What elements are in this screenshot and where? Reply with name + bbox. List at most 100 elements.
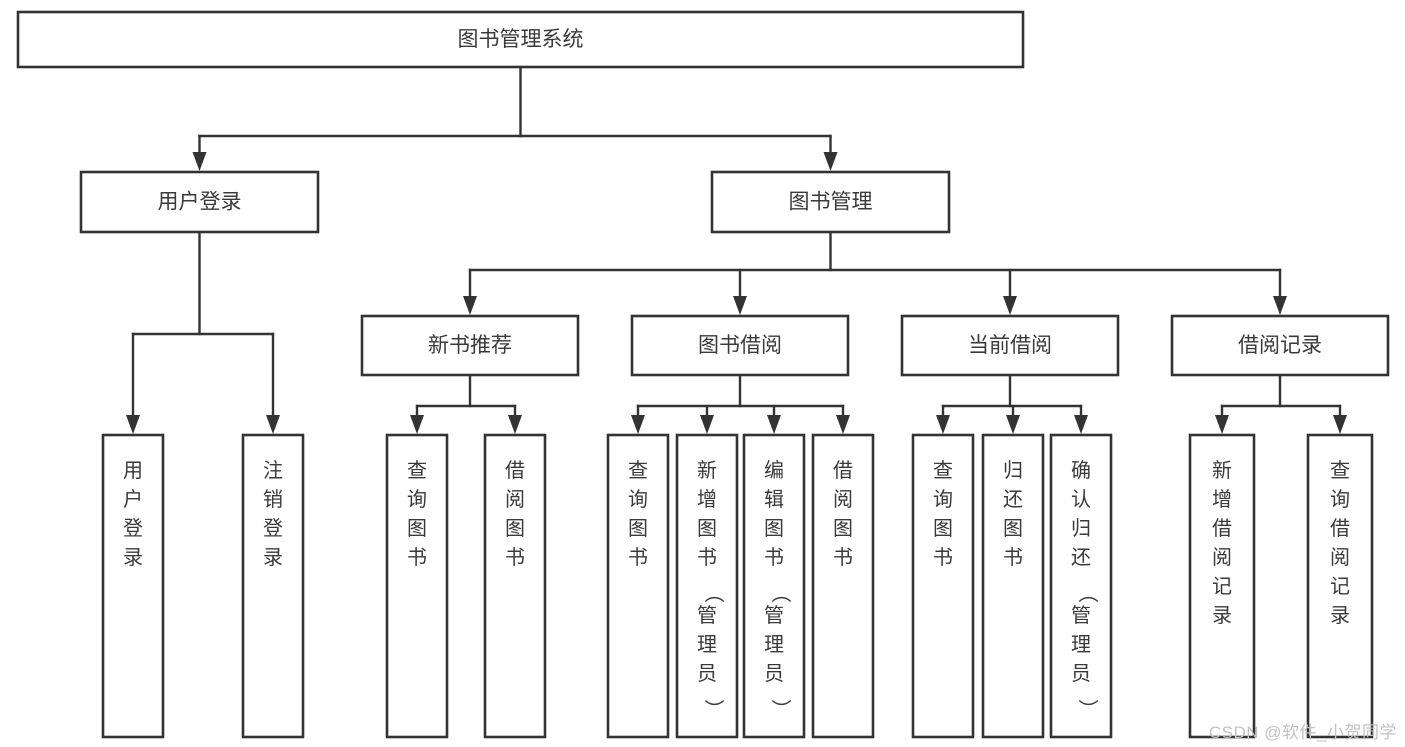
node-label-char: 查 <box>407 459 427 482</box>
node-label-char: 图 <box>628 518 648 540</box>
arrow-head <box>1003 296 1017 315</box>
node-label-char: ） <box>702 699 725 719</box>
node-label-char: 理 <box>764 634 784 656</box>
node-box[interactable] <box>79 170 320 234</box>
node-level2-用户登录[interactable]: 用户登录 <box>79 170 320 234</box>
node-label-char: 阅 <box>1330 546 1350 569</box>
node-label-char: 书 <box>505 546 525 569</box>
node-label-char: （ <box>1076 583 1099 603</box>
node-label-char: （ <box>702 583 725 603</box>
node-label: 图书借阅 <box>698 334 782 357</box>
node-label-char: 图 <box>697 518 717 540</box>
arrow-head <box>733 296 747 315</box>
node-label-char: 查 <box>1330 459 1350 482</box>
node-box[interactable] <box>710 170 951 234</box>
node-label-char: 借 <box>505 459 525 482</box>
node-label-char: 管 <box>697 604 717 627</box>
node-label-char: 借 <box>1212 517 1232 540</box>
arrow-head <box>1215 415 1229 434</box>
node-label-char: 询 <box>1330 488 1350 511</box>
node-label-char: 书 <box>833 546 853 569</box>
node-label-char: 书 <box>697 546 717 569</box>
connectors-layer <box>126 65 1347 434</box>
node-label: 新书推荐 <box>428 334 512 357</box>
node-box[interactable] <box>1170 314 1390 377</box>
arrow-head <box>1273 296 1287 315</box>
arrow-head <box>631 415 645 434</box>
node-level3-图书借阅[interactable]: 图书借阅 <box>630 314 850 377</box>
node-label: 用户登录 <box>158 191 242 214</box>
node-label-char: 登 <box>263 517 283 540</box>
node-box[interactable] <box>630 314 850 377</box>
node-label: 图书管理 <box>789 191 873 214</box>
arrow-head <box>936 415 950 434</box>
node-label-char: （ <box>769 583 792 603</box>
node-label-char: 还 <box>1071 546 1091 569</box>
node-box[interactable] <box>1306 433 1374 739</box>
node-label-char: 询 <box>628 488 648 511</box>
node-label-char: 录 <box>1330 605 1350 627</box>
node-box[interactable] <box>1049 433 1113 739</box>
node-label-char: 图 <box>764 518 784 540</box>
node-box[interactable] <box>385 433 449 739</box>
node-box[interactable] <box>1188 433 1256 739</box>
node-label-char: ） <box>769 699 792 719</box>
node-box[interactable] <box>16 10 1025 69</box>
node-label-char: 书 <box>628 546 648 569</box>
node-label-char: 员 <box>764 663 784 685</box>
arrow-head <box>126 415 140 434</box>
node-box[interactable] <box>742 433 806 739</box>
node-label-char: 编 <box>764 459 784 482</box>
node-box[interactable] <box>360 314 580 377</box>
node-label-char: 书 <box>407 546 427 569</box>
node-label: 当前借阅 <box>968 334 1052 357</box>
node-level3-当前借阅[interactable]: 当前借阅 <box>900 314 1120 377</box>
node-box[interactable] <box>911 433 975 739</box>
node-box[interactable] <box>241 433 305 739</box>
node-leaf-0[interactable]: 用户登录 <box>101 433 165 739</box>
node-label-char: 借 <box>1330 517 1350 540</box>
node-level3-新书推荐[interactable]: 新书推荐 <box>360 314 580 377</box>
node-root-图书管理系统[interactable]: 图书管理系统 <box>16 10 1025 69</box>
node-box[interactable] <box>811 433 875 739</box>
arrow-head <box>823 152 838 171</box>
node-label-char: 书 <box>933 546 953 569</box>
node-box[interactable] <box>981 433 1045 739</box>
node-label-char: 书 <box>764 546 784 569</box>
node-label-char: 图 <box>407 518 427 540</box>
node-label-char: 增 <box>697 488 717 511</box>
node-label-char: 新 <box>1212 459 1232 482</box>
node-label-char: 图 <box>1003 518 1023 540</box>
node-box[interactable] <box>101 433 165 739</box>
node-label-char: 注 <box>263 459 283 482</box>
node-label-char: 确 <box>1071 459 1091 482</box>
node-label-char: 图 <box>833 518 853 540</box>
node-box[interactable] <box>606 433 670 739</box>
node-level3-借阅记录[interactable]: 借阅记录 <box>1170 314 1390 377</box>
node-label-char: 借 <box>833 459 853 482</box>
node-label-char: 增 <box>1212 488 1232 511</box>
node-box[interactable] <box>675 433 739 739</box>
nodes-layer: 图书管理系统用户登录图书管理新书推荐图书借阅当前借阅借阅记录用户登录注销登录查询… <box>16 10 1390 739</box>
node-label-char: 图 <box>505 518 525 540</box>
node-label-char: 认 <box>1071 488 1091 511</box>
node-label: 图书管理系统 <box>458 28 584 51</box>
node-box[interactable] <box>483 433 547 739</box>
node-box[interactable] <box>900 314 1120 377</box>
node-label-char: 新 <box>697 459 717 482</box>
node-label: 借阅记录 <box>1238 334 1322 357</box>
node-level2-图书管理[interactable]: 图书管理 <box>710 170 951 234</box>
